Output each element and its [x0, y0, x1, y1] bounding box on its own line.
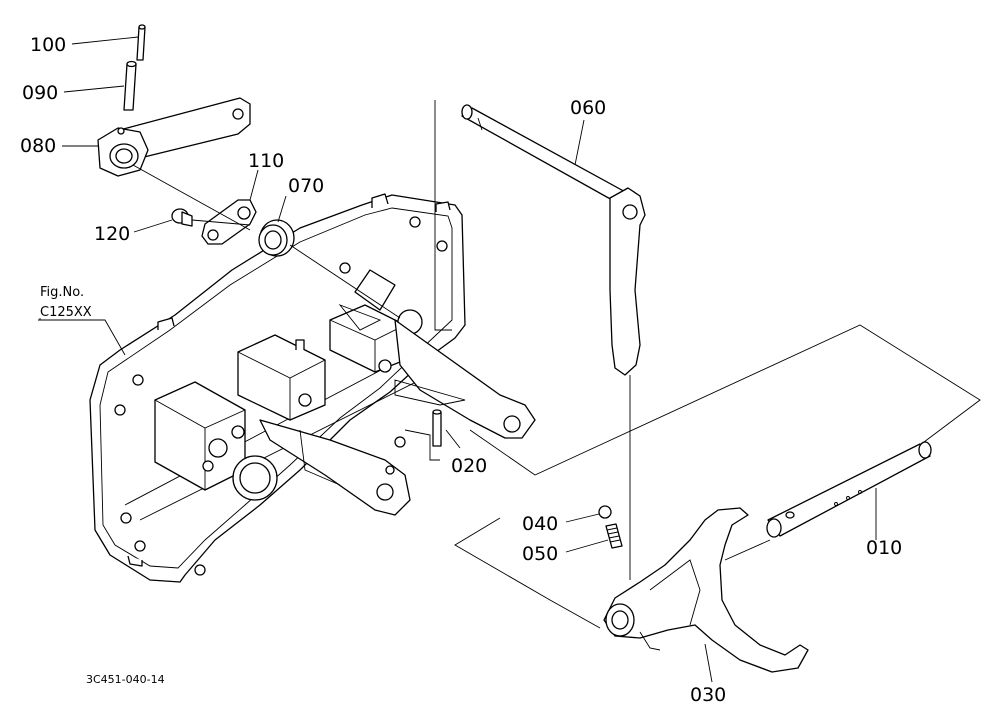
arm-080: [97, 97, 251, 177]
label-020: 020: [451, 455, 487, 477]
shifter-arm: [338, 269, 536, 439]
oil-seal-070: [258, 219, 295, 257]
label-050: 050: [522, 543, 558, 565]
label-090: 090: [22, 82, 58, 104]
bolt-120: [171, 208, 193, 227]
label-110: 110: [248, 150, 284, 172]
pin-020: [432, 409, 442, 447]
pin-090: [123, 60, 137, 111]
label-040: 040: [522, 513, 558, 535]
leader-lines: [38, 36, 877, 683]
figure-ref-line1: Fig.No.: [40, 285, 84, 300]
lever-shaft-060: [461, 104, 646, 376]
ball-040: [598, 505, 612, 519]
lower-link-arm: [259, 419, 411, 516]
drawing-code: 3C451-040-14: [86, 673, 165, 686]
label-100: 100: [30, 34, 66, 56]
label-010: 010: [866, 537, 902, 559]
assembly-guide-lines: [132, 100, 981, 629]
label-070: 070: [288, 175, 324, 197]
middle-bearing-block: [237, 334, 326, 421]
pin-100: [136, 24, 146, 61]
label-030: 030: [690, 684, 726, 706]
shaft-010: [766, 441, 932, 538]
label-060: 060: [570, 97, 606, 119]
plate-110: [201, 199, 257, 245]
spring-050: [605, 523, 623, 549]
label-120: 120: [94, 223, 130, 245]
shift-fork-030: [603, 507, 809, 673]
front-bearing-block: [154, 381, 278, 501]
label-080: 080: [20, 135, 56, 157]
figure-ref-line2: C125XX: [40, 305, 92, 320]
